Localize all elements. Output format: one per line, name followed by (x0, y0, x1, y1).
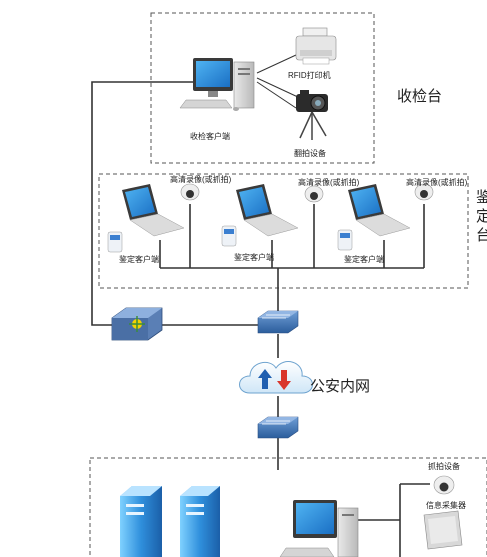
station-3-camera-label: 高清录像(或抓拍) (406, 178, 468, 187)
station-2-camera-label: 高清录像(或抓拍) (298, 178, 360, 187)
station-2-client-label: 鉴定客户端 (234, 253, 274, 262)
info-collector-label: 信息采集器 (426, 501, 466, 510)
receiving-client-computer-icon (179, 58, 255, 111)
access-switch-icon (257, 416, 299, 439)
intranet-label: 公安内网 (310, 378, 371, 395)
capture-dome-camera-icon (433, 475, 455, 495)
police-intranet-cloud-icon (239, 361, 313, 394)
copy-camera-icon (296, 90, 328, 140)
laptop-icon (236, 184, 299, 237)
server-icon (120, 486, 162, 557)
appraisal-zone-title: 鉴 定 台 (476, 188, 487, 245)
rfid-reader-icon (337, 229, 353, 251)
appraisal-title-char: 定 (476, 208, 487, 225)
station-1-client-label: 鉴定客户端 (119, 255, 159, 264)
receiving-zone-box (150, 12, 375, 164)
appraisal-zone-box (98, 173, 469, 289)
rfid-reader-icon (221, 225, 237, 247)
appraisal-station-1 (107, 183, 200, 253)
router-icon (111, 307, 163, 341)
core-switch-icon (257, 310, 299, 334)
station-1-camera-label: 高清录像(或抓拍) (170, 175, 232, 184)
bottom-zone-box (89, 457, 487, 557)
network-links (91, 81, 430, 557)
laptop-icon (122, 184, 185, 237)
station-3-client-label: 鉴定客户端 (344, 255, 384, 264)
receiving-client-label: 收检客户端 (190, 132, 230, 141)
server-icon (180, 486, 220, 557)
appraisal-title-char: 鉴 (476, 189, 487, 206)
device-links (256, 54, 301, 109)
laptop-icon (348, 184, 411, 237)
capture-device-label: 抓拍设备 (428, 462, 460, 471)
rfid-printer-label: RFID打印机 (288, 71, 331, 80)
bottom-client-computer-icon (279, 500, 359, 557)
dome-camera-icon (180, 183, 200, 201)
dome-camera-icon (414, 183, 434, 201)
copy-camera-label: 翻拍设备 (294, 149, 326, 158)
appraisal-station-2 (221, 184, 324, 247)
appraisal-station-3 (337, 183, 434, 251)
rfid-reader-icon (107, 231, 123, 253)
receiving-zone-title: 收检台 (397, 88, 443, 105)
dome-camera-icon (304, 185, 324, 203)
rfid-printer-icon (295, 27, 337, 65)
appraisal-title-char: 台 (476, 227, 487, 244)
info-collector-icon (423, 510, 463, 550)
